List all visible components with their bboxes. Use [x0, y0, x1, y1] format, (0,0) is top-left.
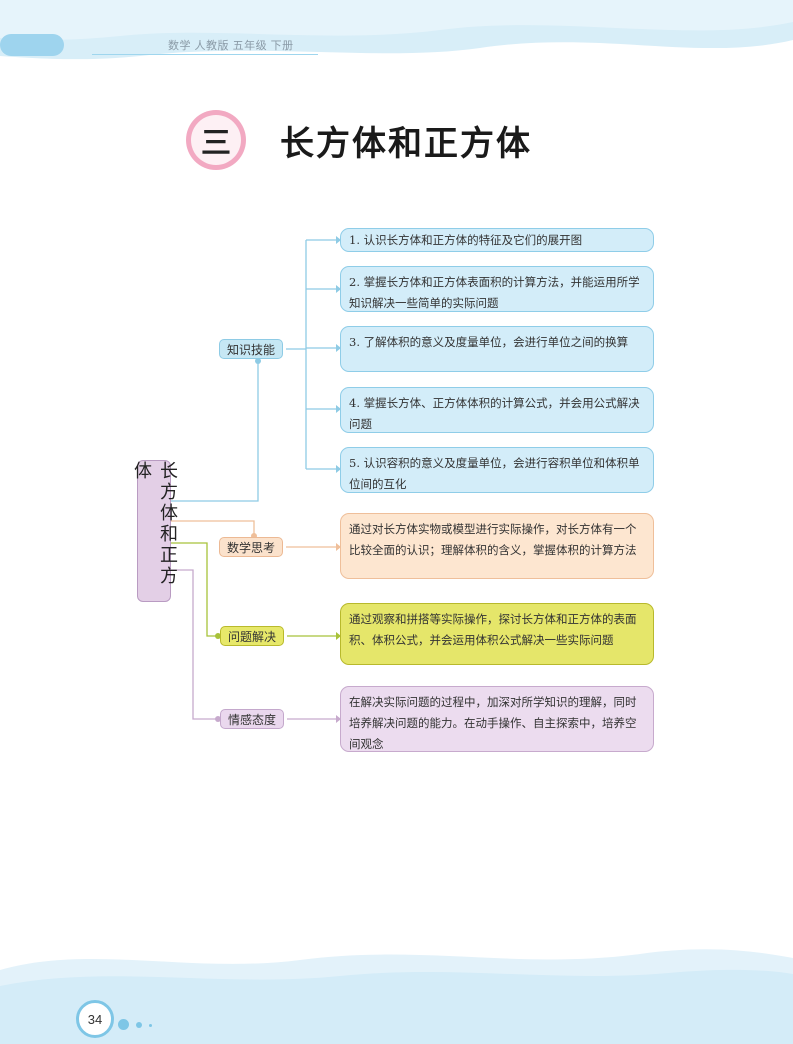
category-label-attitude: 情感态度: [220, 709, 285, 729]
skill-item-4: 4. 掌握长方体、正方体体积的计算公式，并会用公式解决问题: [340, 387, 654, 433]
category-label-thinking: 数学思考: [219, 537, 284, 557]
category-label-problem-solving: 问题解决: [220, 626, 285, 646]
attitude-description: 在解决实际问题的过程中，加深对所学知识的理解，同时培养解决问题的能力。在动手操作…: [340, 686, 654, 752]
chapter-number: 三: [191, 115, 241, 165]
skill-item-1: 1. 认识长方体和正方体的特征及它们的展开图: [340, 228, 654, 252]
footer-wave-decoration: [0, 949, 793, 1044]
skill-item-2: 2. 掌握长方体和正方体表面积的计算方法，并能运用所学知识解决一些简单的实际问题: [340, 266, 654, 312]
header-rule: [92, 54, 318, 55]
page-number: 34: [76, 1000, 114, 1038]
category-label-skills: 知识技能: [219, 339, 284, 359]
header-wave-decoration: [0, 0, 793, 60]
running-header-title: 数学 人教版 五年级 下册: [168, 40, 294, 52]
skill-item-5: 5. 认识容积的意义及度量单位，会进行容积单位和体积单位间的互化: [340, 447, 654, 493]
chapter-title: 长方体和正方体: [280, 124, 532, 164]
mindmap-root-node: 长方体和正方体: [131, 460, 178, 602]
footer-dot-small: [149, 1024, 152, 1027]
footer-dot-large: [118, 1019, 129, 1030]
thinking-description: 通过对长方体实物或模型进行实际操作，对长方体有一个比较全面的认识；理解体积的含义…: [340, 513, 654, 579]
chapter-number-badge: 三: [186, 110, 246, 170]
footer-dot-medium: [136, 1022, 142, 1028]
problem-solving-description: 通过观察和拼搭等实际操作，探讨长方体和正方体的表面积、体积公式，并会运用体积公式…: [340, 603, 654, 665]
skill-item-3: 3. 了解体积的意义及度量单位，会进行单位之间的换算: [340, 326, 654, 372]
